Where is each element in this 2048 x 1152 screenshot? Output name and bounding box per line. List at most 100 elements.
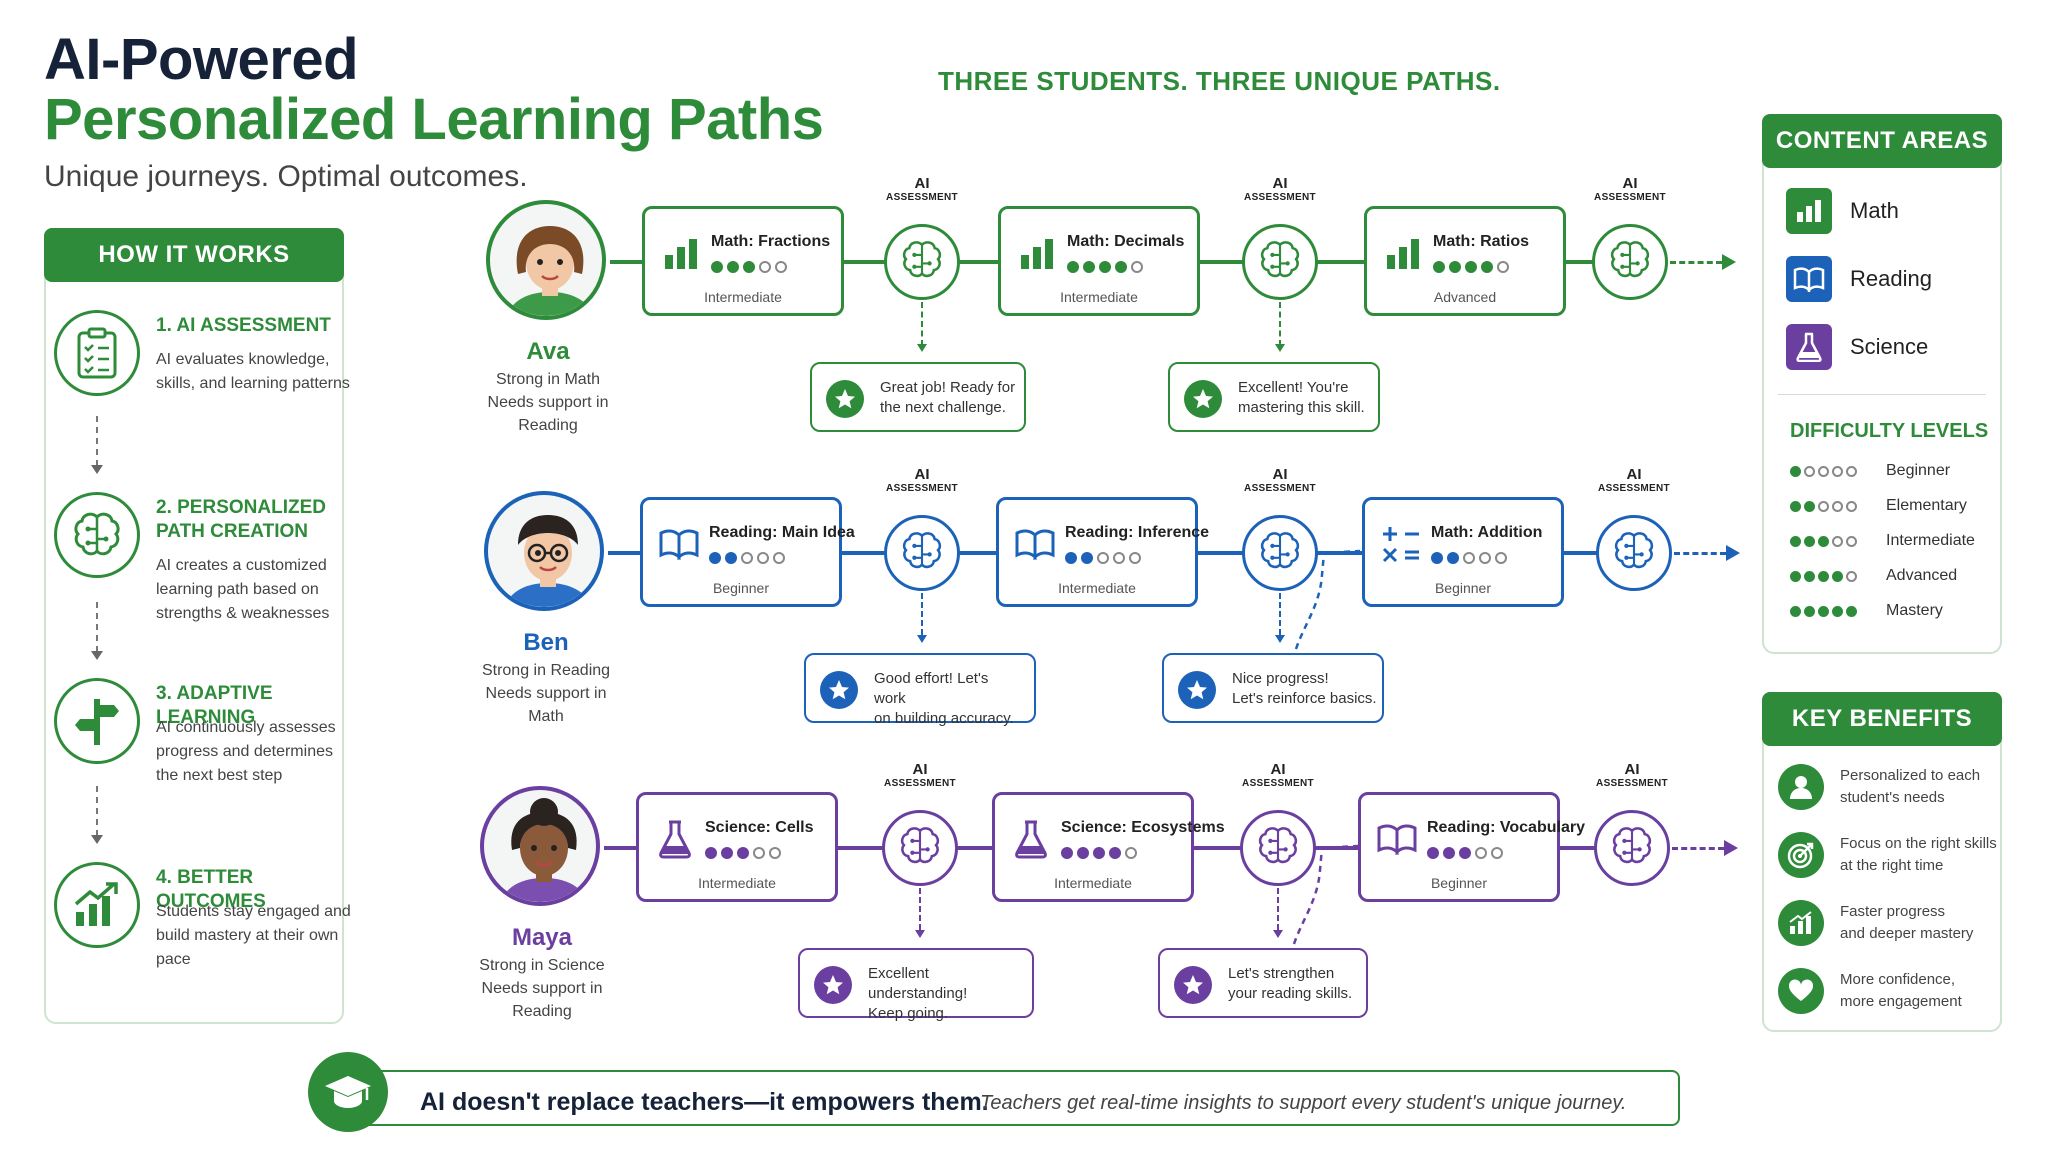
ai-label-line2: ASSESSMENT bbox=[1244, 192, 1316, 203]
star-icon bbox=[820, 671, 858, 709]
dot-empty bbox=[1832, 465, 1843, 477]
dot-filled bbox=[1804, 500, 1815, 512]
dot-filled bbox=[1818, 535, 1829, 547]
person-icon bbox=[1778, 764, 1824, 810]
feedback-connector bbox=[921, 593, 923, 635]
ai-label-line1: AI bbox=[1270, 761, 1286, 778]
tagline: THREE STUDENTS. THREE UNIQUE PATHS. bbox=[938, 66, 1501, 96]
dot-empty bbox=[1497, 261, 1509, 273]
student-support: Needs support in bbox=[487, 394, 609, 411]
feedback-arrow-icon bbox=[917, 635, 927, 643]
skill-difficulty-dots bbox=[705, 847, 781, 859]
dot-empty bbox=[1846, 535, 1857, 547]
ai-assessment-node bbox=[1596, 515, 1672, 591]
dot-filled bbox=[1431, 552, 1443, 564]
how-arrow-1 bbox=[91, 416, 103, 474]
benefit-4-line2: more engagement bbox=[1840, 993, 1962, 1010]
feedback-connector bbox=[1279, 302, 1281, 346]
skill-level: Intermediate bbox=[1060, 289, 1138, 305]
benefit-progress: Faster progress and deeper mastery bbox=[1778, 900, 2000, 946]
ai-label-line2: ASSESSMENT bbox=[1596, 778, 1668, 789]
ai-assessment-node bbox=[1242, 224, 1318, 300]
difficulty-level-row: Beginner bbox=[1790, 462, 1950, 480]
feedback-connector bbox=[1277, 888, 1279, 930]
next-step-dashes bbox=[1674, 552, 1726, 555]
dot-empty bbox=[1832, 535, 1843, 547]
star-icon bbox=[1178, 671, 1216, 709]
dot-filled bbox=[1846, 605, 1857, 617]
ai-label-line2: ASSESSMENT bbox=[1598, 483, 1670, 494]
dot-empty bbox=[1846, 500, 1857, 512]
ai-assessment-node bbox=[1592, 224, 1668, 300]
dot-empty bbox=[759, 261, 771, 273]
difficulty-dots bbox=[1790, 605, 1886, 617]
bar-chart-icon bbox=[1381, 231, 1425, 275]
how-step-1-title: 1. AI ASSESSMENT bbox=[156, 315, 331, 336]
benefit-2-line1: Focus on the right skills bbox=[1840, 835, 1997, 852]
dot-empty bbox=[1131, 261, 1143, 273]
dot-empty bbox=[757, 552, 769, 564]
skill-label: Math: Decimals bbox=[1067, 233, 1185, 250]
benefit-2-line2: at the right time bbox=[1840, 857, 1944, 874]
how-step-3-desc: AI continuously assesses progress and de… bbox=[156, 719, 336, 784]
dot-filled bbox=[1065, 552, 1077, 564]
student-name: Ben bbox=[523, 629, 569, 656]
dot-filled bbox=[1061, 847, 1073, 859]
dot-filled bbox=[1481, 261, 1493, 273]
dot-filled bbox=[1804, 570, 1815, 582]
skill-difficulty-dots bbox=[1065, 552, 1141, 564]
dot-empty bbox=[1846, 465, 1857, 477]
dot-filled bbox=[1081, 552, 1093, 564]
footer-main-text: AI doesn't replace teachers—it empowers … bbox=[420, 1088, 989, 1116]
student-support-subject: Math bbox=[528, 708, 564, 725]
benefit-3-line1: Faster progress bbox=[1840, 903, 1946, 920]
benefit-focus: Focus on the right skills at the right ti… bbox=[1778, 832, 2000, 878]
dot-empty bbox=[741, 552, 753, 564]
feedback-text: Nice progress!Let's reinforce basics. bbox=[1232, 669, 1382, 709]
brain-icon bbox=[1608, 238, 1652, 287]
difficulty-dots bbox=[1790, 465, 1886, 477]
dot-empty bbox=[1804, 465, 1815, 477]
how-arrow-2 bbox=[91, 602, 103, 660]
dot-filled bbox=[1832, 605, 1843, 617]
dot-filled bbox=[727, 261, 739, 273]
star-icon bbox=[826, 380, 864, 418]
dot-filled bbox=[1447, 552, 1459, 564]
feedback-line1: Excellent understanding! bbox=[868, 965, 968, 1002]
ai-assessment-node bbox=[1594, 810, 1670, 886]
next-step-dashes bbox=[1670, 261, 1722, 264]
flask-icon bbox=[653, 817, 697, 861]
ai-label-line1: AI bbox=[914, 175, 930, 192]
star-icon bbox=[1174, 966, 1212, 1004]
subtitle: Unique journeys. Optimal outcomes. bbox=[44, 160, 528, 193]
bar-chart-icon bbox=[1786, 188, 1832, 234]
feedback-line1: Nice progress! bbox=[1232, 670, 1329, 687]
skill-label: Science: Cells bbox=[705, 819, 814, 836]
difficulty-level-label: Intermediate bbox=[1886, 532, 1975, 549]
how-it-works-panel: HOW IT WORKS 1. AI ASSESSMENT AI evaluat… bbox=[44, 228, 351, 1024]
content-areas-panel: CONTENT AREAS Math Reading Science DIFFI… bbox=[1762, 114, 2002, 654]
benefit-3-line2: and deeper mastery bbox=[1840, 925, 1974, 942]
ai-assessment-node bbox=[884, 515, 960, 591]
dot-empty bbox=[773, 552, 785, 564]
student-name: Ava bbox=[526, 338, 570, 365]
how-step-2-desc: AI creates a customized learning path ba… bbox=[156, 557, 330, 622]
feedback-line2: your reading skills. bbox=[1228, 985, 1353, 1002]
dot-empty bbox=[1846, 570, 1857, 582]
skill-difficulty-dots bbox=[709, 552, 785, 564]
difficulty-level-label: Advanced bbox=[1886, 567, 1958, 584]
ai-label-line1: AI bbox=[1626, 466, 1642, 483]
skill-label: Math: Fractions bbox=[711, 233, 831, 250]
skill-level: Beginner bbox=[712, 580, 770, 596]
feedback-line1: Excellent! You're bbox=[1238, 379, 1349, 396]
ai-feedback-box: Excellent understanding!Keep going. bbox=[798, 948, 1034, 1022]
student-support: Needs support in bbox=[485, 685, 607, 702]
dot-filled bbox=[705, 847, 717, 859]
dot-filled bbox=[1115, 261, 1127, 273]
skill-label: Science: Ecosystems bbox=[1061, 819, 1225, 836]
book-icon bbox=[1786, 256, 1832, 302]
